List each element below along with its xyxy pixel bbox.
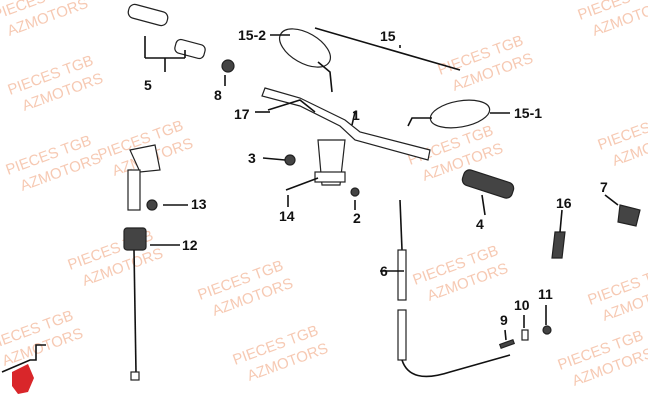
label-7: 7: [600, 179, 608, 195]
part-12-cable: [123, 144, 161, 381]
label-15: 15: [380, 28, 396, 44]
part-13-bolt: [146, 199, 158, 211]
part-10-spring: [521, 329, 529, 341]
label-9: 9: [500, 312, 508, 328]
part-5-grip: [127, 3, 206, 60]
part-7-pedal: [617, 204, 641, 227]
part-6-cable: [397, 199, 511, 378]
label-12: 12: [182, 237, 198, 253]
part-15-2-mirror: [279, 28, 333, 93]
label-8: 8: [214, 87, 222, 103]
part-9-pin: [498, 338, 516, 350]
label-17: 17: [234, 106, 250, 122]
leader-lines: [144, 27, 619, 341]
part-14-bolt: [285, 177, 319, 191]
label-15-2: 15-2: [238, 27, 266, 43]
part-3-nut: [284, 154, 296, 166]
label-10: 10: [514, 297, 530, 313]
part-1-handlebar: [261, 87, 431, 186]
part-11-nut: [542, 325, 552, 335]
label-4: 4: [476, 216, 484, 232]
label-5: 5: [144, 77, 152, 93]
front-arrow-icon: [1, 344, 46, 373]
label-6: 6: [380, 263, 388, 279]
brand-logo: [12, 364, 34, 394]
label-15-1: 15-1: [514, 105, 542, 121]
part-2-bolt: [350, 187, 360, 197]
label-1: 1: [352, 107, 360, 123]
label-2: 2: [353, 210, 361, 226]
label-16: 16: [556, 195, 572, 211]
part-4-throttle-grip: [461, 169, 515, 199]
part-15-1-mirror: [407, 99, 491, 129]
part-16-pedal: [551, 231, 566, 259]
label-11: 11: [538, 286, 553, 302]
part-8-nut: [221, 59, 235, 73]
part-17-bracket: [267, 99, 316, 113]
label-14: 14: [279, 208, 295, 224]
label-3: 3: [248, 150, 256, 166]
label-13: 13: [191, 196, 207, 212]
